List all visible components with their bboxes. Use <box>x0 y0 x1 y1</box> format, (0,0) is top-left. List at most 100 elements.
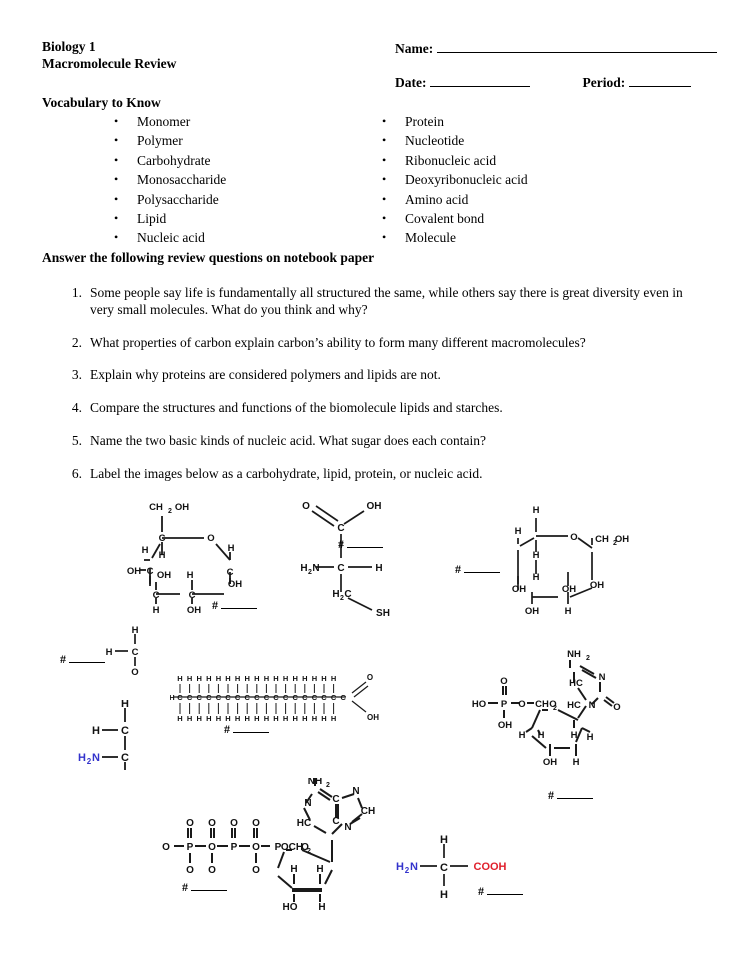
list-item: • Monosaccharide <box>108 170 308 189</box>
svg-text:CH: CH <box>535 699 549 710</box>
svg-text:H: H <box>300 563 307 574</box>
svg-text:H: H <box>273 714 278 723</box>
svg-text:H: H <box>187 570 194 581</box>
svg-text:O: O <box>186 818 194 829</box>
svg-text:N: N <box>344 822 351 833</box>
svg-text:H: H <box>283 714 288 723</box>
svg-text:C: C <box>440 862 448 874</box>
question-number: 4. <box>71 400 82 416</box>
blank-line[interactable] <box>233 723 269 733</box>
svg-text:P: P <box>501 699 508 710</box>
svg-text:O: O <box>302 501 310 512</box>
svg-text:H: H <box>312 674 317 683</box>
svg-text:H: H <box>332 589 339 600</box>
hash-marker: # <box>338 537 344 551</box>
answer-blank-formaldehyde[interactable]: # <box>60 652 105 667</box>
svg-text:2: 2 <box>405 866 410 875</box>
svg-text:H: H <box>132 625 139 636</box>
svg-text:C: C <box>244 693 250 702</box>
svg-text:C: C <box>196 693 202 702</box>
svg-text:O: O <box>549 699 556 710</box>
answer-blank-atp[interactable]: # <box>182 880 227 895</box>
svg-text:H: H <box>533 550 540 561</box>
date-label: Date: <box>395 75 427 90</box>
list-item: •Nucleic acid <box>108 228 308 247</box>
vocabulary-term: Nucleotide <box>405 133 465 149</box>
question-number: 2. <box>71 334 82 350</box>
svg-text:H: H <box>302 714 307 723</box>
svg-text:H: H <box>331 714 336 723</box>
vocabulary-term: Monosaccharide <box>137 172 227 188</box>
svg-text:H: H <box>573 757 580 768</box>
svg-text:C: C <box>187 693 193 702</box>
svg-text:O: O <box>208 865 216 876</box>
question-item: 6.Label the images below as a carbohydra… <box>62 466 707 483</box>
course-title: Biology 1 <box>42 39 96 54</box>
svg-text:H: H <box>196 714 201 723</box>
answer-blank-cysteine[interactable]: # <box>338 537 383 552</box>
svg-text:H: H <box>254 674 259 683</box>
svg-text:N: N <box>410 861 418 873</box>
blank-line[interactable] <box>221 599 257 609</box>
date-input-blank[interactable] <box>430 74 531 87</box>
answer-blank-sugar-right[interactable]: # <box>455 562 500 577</box>
svg-text:HO: HO <box>472 699 486 710</box>
svg-text:C: C <box>312 693 318 702</box>
blank-line[interactable] <box>464 563 500 573</box>
answer-blank-nucleotide[interactable]: # <box>548 788 593 803</box>
svg-text:C: C <box>264 693 270 702</box>
formaldehyde-structure: H H C O <box>95 624 165 680</box>
svg-text:2: 2 <box>307 848 311 855</box>
svg-text:OH: OH <box>512 584 526 595</box>
name-input-blank[interactable] <box>437 40 718 53</box>
svg-text:O: O <box>252 842 260 853</box>
svg-text:CH: CH <box>595 534 609 545</box>
svg-text:H: H <box>225 714 230 723</box>
answer-blank-glucose[interactable]: # <box>212 598 257 613</box>
blank-line[interactable] <box>69 653 105 663</box>
svg-text:O: O <box>367 673 373 682</box>
blank-line[interactable] <box>487 885 523 895</box>
svg-text:OH: OH <box>367 713 379 722</box>
list-item: •Polymer <box>108 131 308 150</box>
list-item: •Carbohydrate <box>108 151 308 170</box>
svg-text:H: H <box>92 725 100 737</box>
answer-blank-glycine[interactable]: # <box>478 884 523 899</box>
question-number: 1. <box>71 285 82 300</box>
svg-text:NH: NH <box>308 778 322 787</box>
svg-text:H: H <box>375 563 382 574</box>
answer-blank-fatty-acid[interactable]: # <box>224 722 269 737</box>
blank-line[interactable] <box>347 538 383 548</box>
question-item: 1.Some people say life is fundamentally … <box>62 285 707 319</box>
period-input-blank[interactable] <box>629 74 692 87</box>
svg-text:H: H <box>235 674 240 683</box>
vocabulary-term: Polysaccharide <box>137 191 219 207</box>
bullet-icon: • <box>382 114 387 128</box>
bullet-icon: • <box>382 172 387 187</box>
svg-text:O: O <box>186 865 194 876</box>
bullet-icon: • <box>114 172 119 187</box>
question-text: Label the images below as a carbohydrate… <box>90 465 483 481</box>
vocabulary-term: Nucleic acid <box>137 230 205 246</box>
svg-text:2: 2 <box>168 508 172 515</box>
svg-text:H: H <box>318 902 325 913</box>
date-period-field-row: Date:Period: <box>395 74 717 91</box>
svg-text:H: H <box>78 752 86 764</box>
svg-text:HC: HC <box>569 678 583 689</box>
svg-text:C: C <box>273 693 279 702</box>
svg-text:H: H <box>292 714 297 723</box>
blank-line[interactable] <box>557 789 593 799</box>
svg-text:H: H <box>206 714 211 723</box>
hash-marker: # <box>548 788 554 802</box>
blank-line[interactable] <box>191 881 227 891</box>
svg-text:H: H <box>290 864 297 875</box>
list-item: •Covalent bond <box>376 209 576 228</box>
svg-text:H: H <box>519 730 526 741</box>
svg-text:N: N <box>312 563 319 574</box>
question-text: What properties of carbon explain carbon… <box>90 334 586 350</box>
vocabulary-term: Monomer <box>137 114 191 129</box>
